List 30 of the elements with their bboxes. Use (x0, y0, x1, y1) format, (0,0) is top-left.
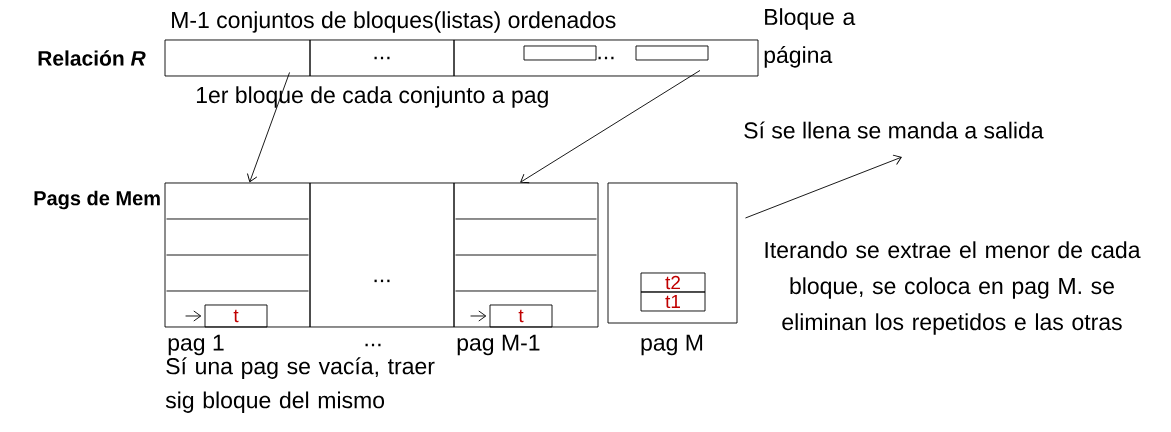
pointer-arrow (470, 310, 487, 322)
label: M-1 conjuntos de bloques(listas) ordenados (172, 11, 616, 33)
block-cell (164, 39, 311, 77)
block-cell: ... (309, 39, 455, 77)
row-label: Pags de Mem (34, 190, 160, 210)
memory-page: ... (309, 182, 455, 328)
memory-page (164, 182, 311, 328)
memory-page (453, 182, 599, 328)
memory-page (607, 182, 738, 324)
note: Sí una pag se vacía, traer sig bloque del mismo (165, 357, 435, 413)
tuple-box: t (204, 304, 268, 328)
page-label: pag M-1 (457, 334, 540, 356)
tuple-box: t2 (640, 272, 706, 293)
block-box (635, 45, 709, 61)
note: 1er bloque de cada conjunto a pag (196, 86, 548, 108)
row-label: Relación R (38, 50, 146, 66)
note: Bloque a página (764, 8, 856, 68)
page-label: ... (365, 343, 381, 347)
note: Iterando se extrae el menor de cada bloque, se coloca en pag M. se eliminan los repetidos e las otras (765, 241, 1141, 335)
pointer-arrow (185, 310, 202, 322)
tuple-box: t1 (640, 291, 706, 312)
page-label: pag M (641, 334, 703, 356)
block-box (523, 45, 597, 61)
arrow (247, 72, 290, 183)
block-cell: ... (453, 39, 759, 77)
edge-label: Sí se llena se manda a salida (742, 120, 1045, 140)
page-label: pag 1 (168, 334, 224, 356)
arrow (520, 70, 701, 184)
tuple-box: t (489, 304, 553, 328)
arrow (745, 154, 902, 219)
